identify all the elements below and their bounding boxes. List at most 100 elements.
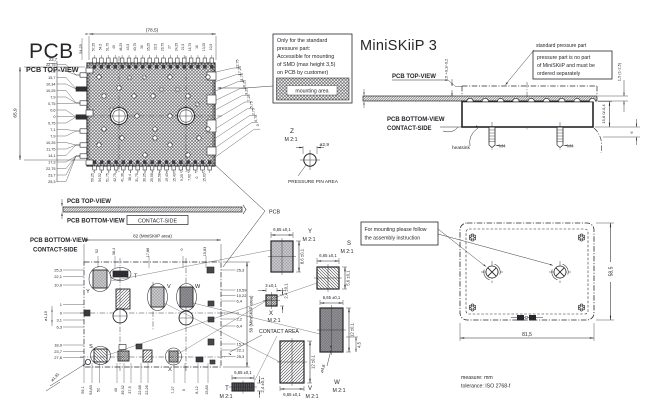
line: [65, 109, 77, 118]
circle: [96, 142, 102, 148]
polygon: [288, 234, 293, 236]
mount-note-line1: For mounting please follow: [365, 227, 427, 233]
rect: [148, 65, 152, 69]
rect: [175, 65, 179, 69]
rect: [79, 72, 88, 78]
circle: [167, 74, 173, 80]
circle: [152, 135, 158, 141]
detail-v-scale: M 2:1: [306, 394, 319, 400]
line: [215, 129, 255, 157]
tick-label: 3,1: [56, 318, 62, 323]
line: [215, 67, 234, 73]
pcb-strip: [62, 206, 243, 213]
tick-label: 22,75: [236, 60, 240, 69]
dim-81-5: 81,5: [522, 332, 532, 338]
detail-w-dim-off: 4,5: [357, 341, 362, 347]
rect: [92, 165, 97, 171]
polygon: [246, 262, 248, 267]
m4-label-right: M4: [567, 144, 574, 150]
tick-label: 7,9: [50, 96, 55, 100]
tick-label: 22,75: [46, 167, 56, 171]
dim-54-25: 54,25: [79, 44, 83, 54]
polygon: [61, 212, 63, 216]
detail-w-dim-w: 6,65 ±0,1: [323, 295, 341, 300]
tick-label: 0: [60, 311, 63, 316]
line: [65, 116, 77, 118]
rect: [210, 65, 214, 69]
rect: [208, 160, 212, 164]
dim-58-5: 58,5: [609, 266, 615, 276]
tick-label: 38,4: [128, 174, 132, 181]
rect: [99, 65, 104, 69]
rect: [120, 65, 124, 69]
line: [215, 95, 243, 110]
line: [177, 300, 267, 355]
tick-label: 25,58: [150, 173, 154, 182]
m4-label-left: M4: [499, 144, 506, 150]
detail-s-dim-h: 5,6 ±0,1: [346, 270, 351, 286]
g: 22,7517,315,710,3410,257,90,750,600,757,…: [46, 63, 56, 184]
line: [65, 96, 77, 104]
callout-ellipse: [165, 347, 182, 366]
rect: [134, 65, 138, 69]
circle: [152, 126, 158, 132]
contact-area-label: CONTACT AREA: [259, 329, 299, 335]
rect: [209, 57, 214, 64]
polygon: [84, 239, 89, 241]
detail-y-dim-w: 6,65 ±0,1: [273, 227, 291, 232]
tick-label: 13,25: [202, 43, 206, 51]
line: [65, 90, 77, 104]
line: [222, 210, 266, 268]
tick-label: 22,1: [54, 274, 63, 279]
path: [588, 98, 596, 102]
detail-v-letter: V: [308, 386, 312, 392]
tick-label: 15,43: [172, 173, 176, 182]
tick-label: 51,75: [105, 43, 109, 51]
polygon: [505, 82, 508, 86]
tick-label: 10,25: [242, 80, 246, 89]
tick-label: 23,7: [48, 174, 55, 178]
rect: [207, 300, 215, 307]
tick-label: 39,32: [121, 385, 125, 395]
polygon: [246, 362, 248, 367]
path: [466, 98, 474, 102]
line: [229, 334, 263, 353]
dim-1-5: 1,5 (1-2,5): [617, 62, 622, 81]
circle: [470, 235, 475, 240]
polygon: [635, 123, 638, 127]
rect: [150, 160, 154, 164]
rect: [142, 349, 153, 363]
circle: [205, 74, 211, 80]
line: [65, 116, 77, 124]
tick-label: 10,34: [46, 83, 56, 87]
pressure-note-title: standard pressure part: [536, 43, 587, 49]
smd-note-line5: on PCB by customer): [277, 70, 328, 76]
line: [215, 115, 250, 138]
pad-letter: V: [167, 284, 171, 290]
tick-label: 9,25: [245, 88, 249, 95]
polygon: [589, 337, 594, 339]
detail-w-dia: ø4,6: [319, 363, 326, 373]
tick-label: 17,25: [238, 66, 242, 75]
tick-label: 25,3: [48, 180, 55, 184]
tick-label: 15,7: [48, 76, 55, 80]
smd-note-line4: of SMD (max height 3,5): [277, 62, 336, 68]
polygon: [549, 263, 554, 266]
polygon: [51, 320, 53, 323]
rect: [121, 160, 125, 164]
tick-label: 54,52: [98, 173, 102, 182]
dim-height-label: 65,9: [13, 108, 19, 118]
polygon: [608, 122, 611, 127]
rect: [127, 65, 131, 69]
rect: [206, 119, 217, 133]
callout-ellipse: [88, 266, 112, 292]
tick-label: 15,83: [203, 247, 207, 257]
line: [437, 228, 486, 267]
tick-label: 0: [256, 124, 260, 126]
rect: [206, 94, 217, 105]
rect: [196, 65, 200, 69]
side-contact-side-label: CONTACT-SIDE: [387, 126, 432, 132]
tick-label: 41,36: [120, 173, 124, 182]
tick-label: 59,1: [81, 386, 85, 393]
polygon: [363, 101, 365, 105]
